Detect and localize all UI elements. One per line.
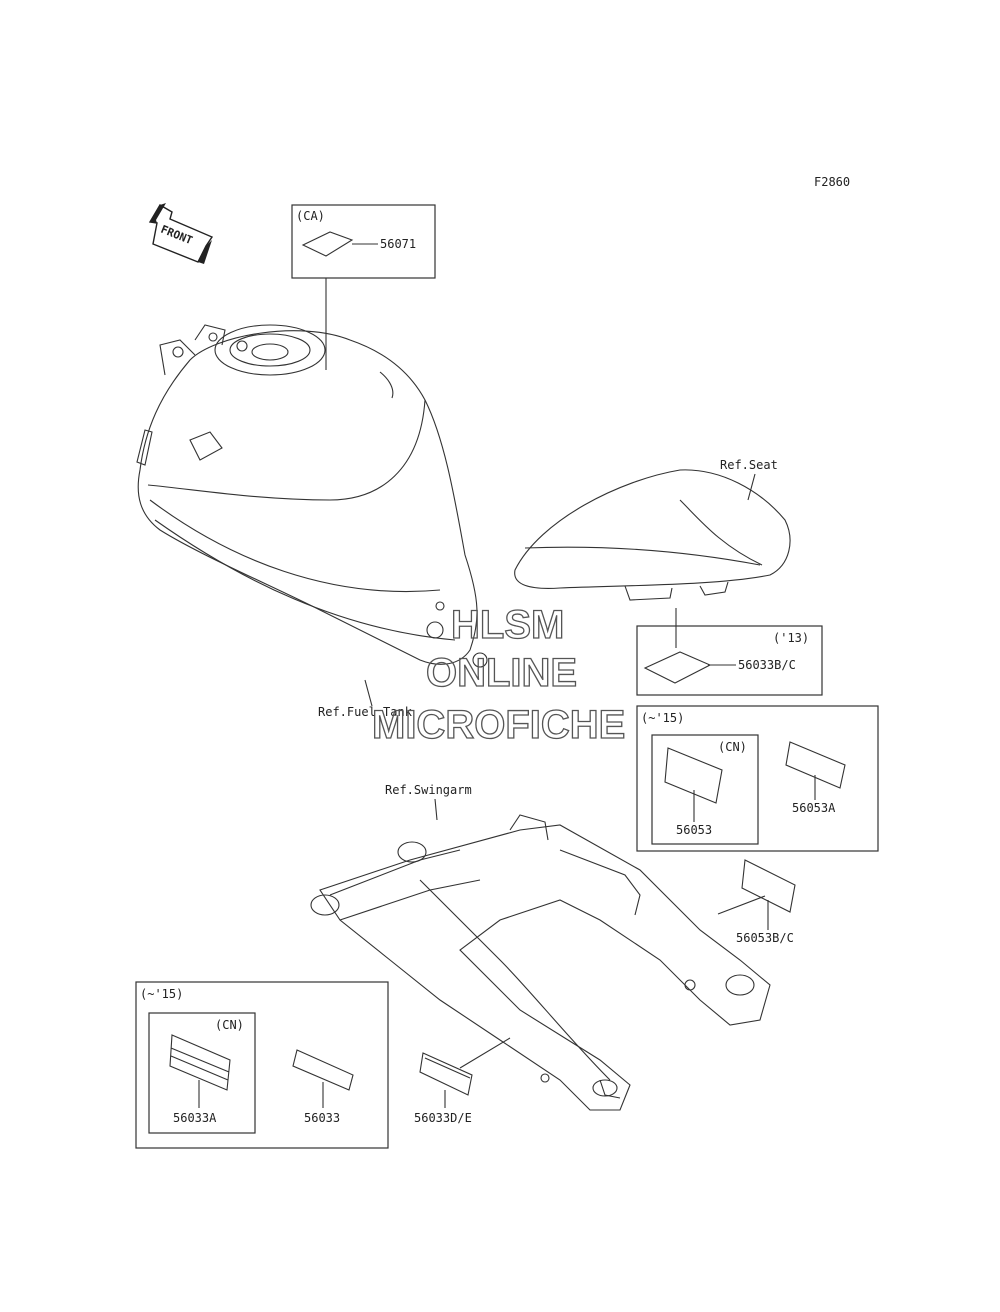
label-decal-icon bbox=[741, 859, 796, 913]
part-56053a: 56053A bbox=[792, 801, 836, 815]
box-ca: (CA) 56071 bbox=[291, 204, 436, 370]
seat-drawing bbox=[514, 469, 791, 601]
label-decal-icon bbox=[419, 1052, 473, 1096]
box-cn-title-right: (CN) bbox=[718, 740, 747, 754]
front-arrow-icon: FRONT bbox=[148, 203, 214, 264]
loose-56053bc: 56053B/C bbox=[717, 859, 796, 945]
box-upto15-left-title: (~'15) bbox=[140, 987, 183, 1001]
swingarm-drawing bbox=[310, 814, 771, 1111]
ref-seat-label: Ref.Seat bbox=[720, 458, 778, 472]
label-decal-icon bbox=[301, 231, 354, 257]
part-56053: 56053 bbox=[676, 823, 712, 837]
watermark: HLSM ONLINE MICROFICHE bbox=[371, 602, 626, 747]
label-decal-icon bbox=[664, 747, 723, 804]
label-decal-icon bbox=[169, 1034, 231, 1091]
part-56033de: 56033D/E bbox=[414, 1111, 472, 1125]
fuel-tank-drawing bbox=[136, 324, 488, 707]
part-56033a: 56033A bbox=[173, 1111, 217, 1125]
box-upto15-left: (~'15) (CN) 56033A 56033 bbox=[135, 981, 389, 1149]
watermark-line-3: MICROFICHE bbox=[372, 703, 625, 747]
part-56033bc: 56033B/C bbox=[738, 658, 796, 672]
watermark-line-1: HLSM bbox=[451, 603, 564, 647]
box-13-title: ('13) bbox=[773, 631, 809, 645]
loose-56033de: 56033D/E bbox=[414, 1037, 511, 1125]
diagram-id: F2860 bbox=[814, 175, 850, 189]
label-decal-icon bbox=[643, 651, 712, 684]
ref-swingarm-label: Ref.Swingarm bbox=[385, 783, 472, 797]
watermark-line-2: ONLINE bbox=[426, 651, 577, 695]
part-56033: 56033 bbox=[304, 1111, 340, 1125]
box-upto15-right: (~'15) (CN) 56053 56053A bbox=[636, 705, 879, 852]
box-cn-title-left: (CN) bbox=[215, 1018, 244, 1032]
label-decal-icon bbox=[292, 1049, 354, 1091]
box-13: ('13) 56033B/C bbox=[636, 608, 823, 696]
label-decal-icon bbox=[785, 741, 846, 789]
ref-fuel-tank-label: Ref.Fuel Tank bbox=[318, 705, 413, 719]
box-ca-title: (CA) bbox=[296, 209, 325, 223]
box-upto15-right-title: (~'15) bbox=[641, 711, 684, 725]
part-56053bc: 56053B/C bbox=[736, 931, 794, 945]
part-56071: 56071 bbox=[380, 237, 416, 251]
